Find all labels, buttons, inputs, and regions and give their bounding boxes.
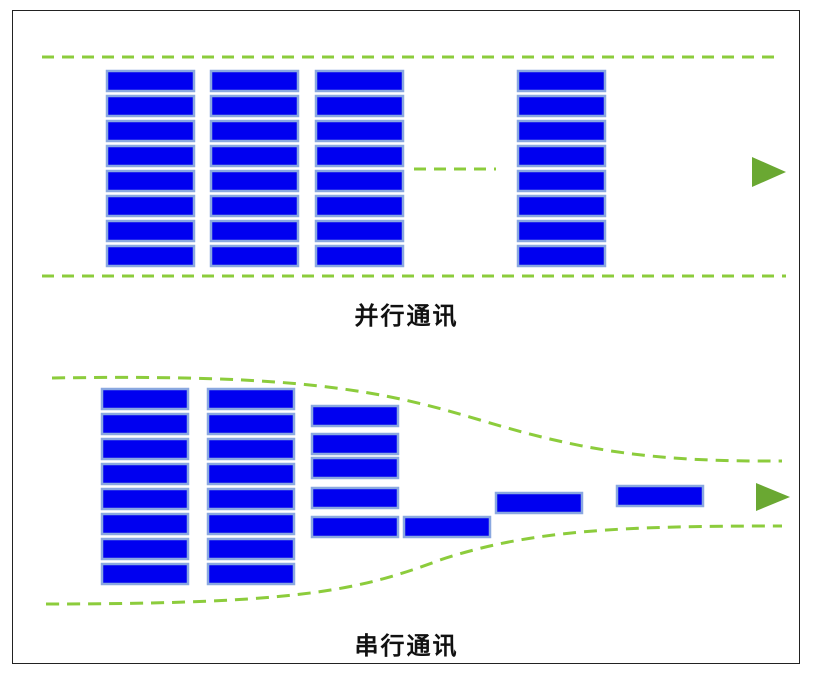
- parallel-data-block: [314, 94, 405, 118]
- serial-blocks: [100, 387, 705, 586]
- parallel-data-block: [105, 69, 196, 93]
- parallel-data-block: [516, 244, 607, 268]
- serial-data-block: [206, 562, 296, 586]
- parallel-data-block: [516, 119, 607, 143]
- parallel-data-block: [314, 69, 405, 93]
- parallel-caption: 并行通讯: [354, 301, 459, 330]
- serial-data-block: [402, 515, 492, 539]
- serial-data-block: [494, 491, 584, 515]
- serial-data-block: [206, 487, 296, 511]
- serial-data-block: [100, 562, 190, 586]
- serial-data-block: [310, 404, 400, 428]
- parallel-data-block: [209, 194, 300, 218]
- parallel-data-block: [516, 94, 607, 118]
- serial-data-block: [100, 437, 190, 461]
- serial-data-block: [206, 462, 296, 486]
- parallel-data-block: [314, 219, 405, 243]
- serial-data-block: [206, 512, 296, 536]
- parallel-data-block: [209, 94, 300, 118]
- parallel-data-block: [209, 219, 300, 243]
- parallel-data-block: [516, 194, 607, 218]
- serial-data-block: [100, 537, 190, 561]
- parallel-data-block: [105, 119, 196, 143]
- serial-data-block: [615, 484, 705, 508]
- serial-data-block: [100, 462, 190, 486]
- parallel-data-block: [516, 219, 607, 243]
- parallel-data-block: [105, 144, 196, 168]
- parallel-data-block: [314, 144, 405, 168]
- parallel-data-block: [209, 69, 300, 93]
- parallel-data-block: [209, 244, 300, 268]
- parallel-direction-arrow: [635, 157, 786, 187]
- parallel-data-block: [105, 219, 196, 243]
- serial-caption: 串行通讯: [354, 631, 459, 660]
- serial-data-block: [100, 412, 190, 436]
- serial-data-block: [100, 387, 190, 411]
- serial-direction-arrow: [710, 483, 790, 511]
- parallel-blocks: [105, 69, 607, 268]
- parallel-data-block: [105, 169, 196, 193]
- serial-data-block: [206, 387, 296, 411]
- parallel-data-block: [516, 169, 607, 193]
- serial-data-block: [206, 537, 296, 561]
- parallel-data-block: [209, 119, 300, 143]
- parallel-data-block: [209, 144, 300, 168]
- serial-data-block: [100, 512, 190, 536]
- serial-data-block: [310, 456, 400, 480]
- serial-data-block: [310, 515, 400, 539]
- serial-data-block: [206, 437, 296, 461]
- serial-data-block: [310, 432, 400, 456]
- serial-data-block: [310, 486, 400, 510]
- serial-top-guide: [51, 375, 783, 463]
- parallel-data-block: [314, 119, 405, 143]
- parallel-data-block: [209, 169, 300, 193]
- parallel-data-block: [314, 169, 405, 193]
- parallel-data-block: [314, 194, 405, 218]
- parallel-data-block: [314, 244, 405, 268]
- serial-data-block: [100, 487, 190, 511]
- parallel-data-block: [105, 194, 196, 218]
- parallel-data-block: [105, 244, 196, 268]
- serial-data-block: [206, 412, 296, 436]
- parallel-data-block: [516, 144, 607, 168]
- parallel-data-block: [105, 94, 196, 118]
- parallel-data-block: [516, 69, 607, 93]
